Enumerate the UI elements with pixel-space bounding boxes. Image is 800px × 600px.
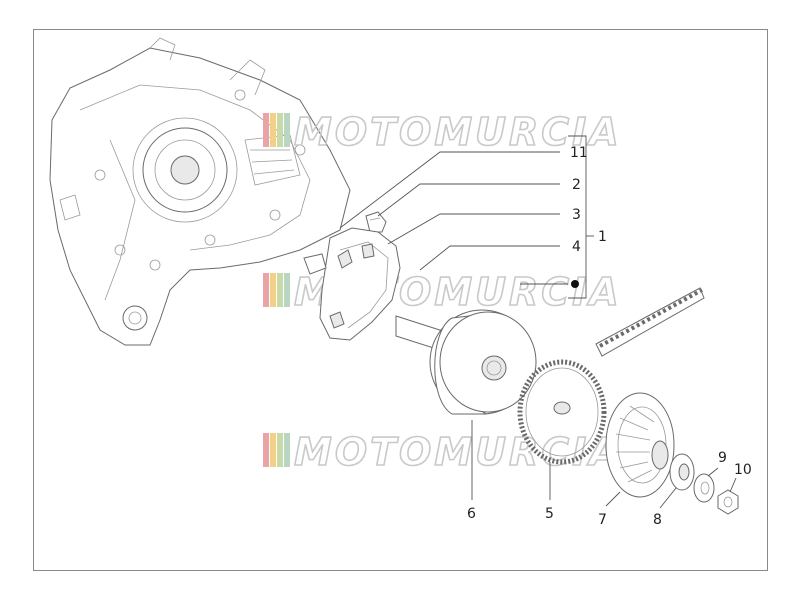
- callout-5: 5: [545, 506, 554, 522]
- callout-7: 7: [598, 512, 607, 528]
- bearing-part: [669, 453, 695, 491]
- callout-4: 4: [572, 239, 581, 255]
- callout-3: 3: [572, 207, 581, 223]
- watermark-middle: MOTOMURCIA: [263, 269, 620, 315]
- callout-8: 8: [653, 512, 662, 528]
- watermark-top: MOTOMURCIA: [263, 109, 622, 155]
- callout-11: 11: [570, 145, 588, 161]
- washer-part: [693, 473, 715, 503]
- nut-part: [717, 489, 739, 515]
- watermark-bottom: MOTOMURCIA: [263, 429, 622, 475]
- drive-belt-part: [595, 287, 705, 357]
- watermark-text: MOTOMURCIA: [294, 430, 622, 474]
- callout-2: 2: [572, 177, 581, 193]
- callout-9: 9: [718, 450, 727, 466]
- diagram-frame: [33, 29, 768, 571]
- callout-10: 10: [734, 462, 752, 478]
- fan-pulley-part: [605, 392, 675, 498]
- slider-block-part: [365, 211, 387, 233]
- variator-pulley-part: [395, 309, 537, 415]
- watermark-text: MOTOMURCIA: [294, 110, 622, 154]
- callout-6: 6: [467, 506, 476, 522]
- toothed-ring-part: [517, 359, 607, 465]
- leader-lines: [339, 135, 737, 509]
- bullet-marker: [571, 280, 579, 288]
- callout-1: 1: [598, 229, 607, 245]
- ramp-plate-part: [303, 227, 401, 341]
